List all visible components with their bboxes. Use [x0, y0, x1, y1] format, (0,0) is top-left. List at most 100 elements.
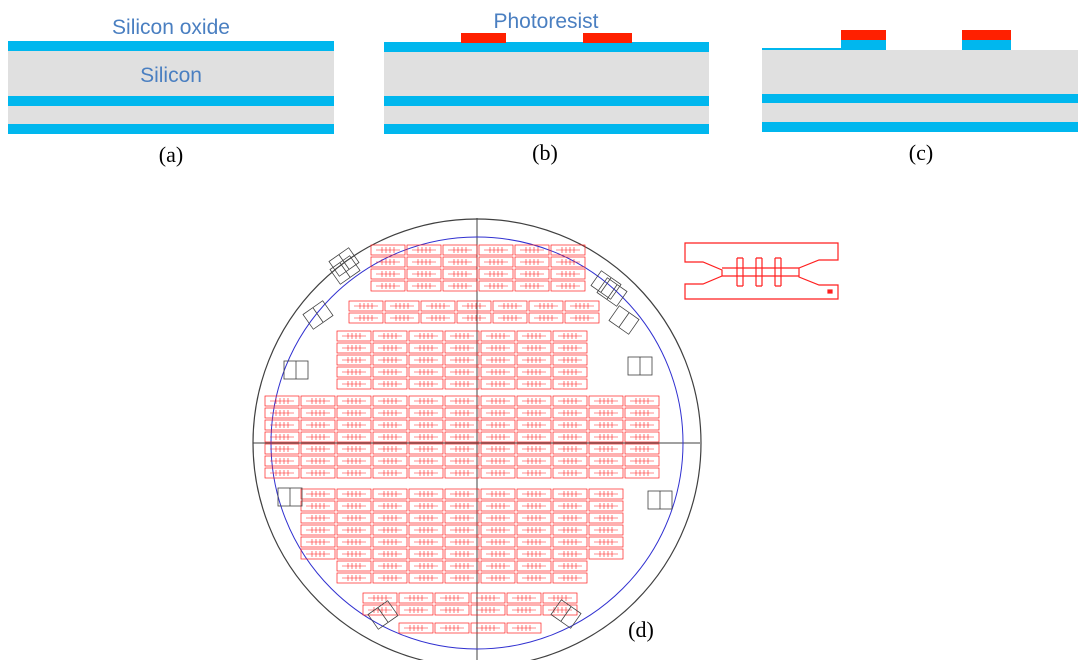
- die-cell: [408, 536, 444, 548]
- die-beams: [558, 345, 582, 351]
- die-beams: [520, 259, 544, 265]
- die-beams: [558, 470, 582, 476]
- die-beams: [486, 515, 510, 521]
- die-beams: [412, 247, 436, 253]
- die-beams: [270, 422, 294, 428]
- die-cell: [516, 431, 552, 443]
- die-cell: [588, 536, 624, 548]
- die-cell: [550, 244, 586, 256]
- panel-c: (c): [762, 30, 1078, 165]
- die-cell: [336, 366, 372, 378]
- die-beams: [486, 345, 510, 351]
- die-cell: [492, 312, 528, 324]
- die-beams: [390, 303, 414, 309]
- die-beams: [342, 503, 366, 509]
- die-beams: [342, 333, 366, 339]
- panel-d: (d): [252, 218, 839, 660]
- die-cell: [624, 455, 660, 467]
- die-cell: [408, 354, 444, 366]
- die-beams: [414, 381, 438, 387]
- die-cell: [372, 572, 408, 584]
- die-cell: [528, 300, 564, 312]
- die-beams: [342, 527, 366, 533]
- die-beams: [414, 398, 438, 404]
- die-beams: [522, 503, 546, 509]
- die-beams: [534, 303, 558, 309]
- die-beams: [306, 539, 330, 545]
- die-beams: [378, 563, 402, 569]
- die-beams: [342, 381, 366, 387]
- die-cell: [480, 512, 516, 524]
- die-array: [264, 244, 660, 634]
- die-cell: [444, 443, 480, 455]
- die-beams: [594, 539, 618, 545]
- photoresist-block-right: [962, 30, 1011, 40]
- die-cell: [552, 500, 588, 512]
- die-beams: [630, 458, 654, 464]
- die-cell: [624, 419, 660, 431]
- die-cell: [588, 443, 624, 455]
- die-beams: [306, 410, 330, 416]
- die-cell: [506, 622, 542, 634]
- die-beams: [558, 575, 582, 581]
- die-beams: [306, 446, 330, 452]
- die-beams: [450, 539, 474, 545]
- die-beams: [512, 625, 536, 631]
- die-cell: [264, 395, 300, 407]
- die-cell: [370, 268, 406, 280]
- die-cell: [408, 443, 444, 455]
- die-cell: [444, 467, 480, 479]
- alignment-mark: [302, 300, 334, 330]
- die-beams: [270, 410, 294, 416]
- die-cell: [624, 407, 660, 419]
- die-cell: [300, 488, 336, 500]
- die-beams: [486, 551, 510, 557]
- die-cell: [588, 548, 624, 560]
- die-cell: [480, 467, 516, 479]
- device-marker: [827, 289, 833, 294]
- oxide-mesa-right: [962, 40, 1011, 50]
- die-cell: [408, 488, 444, 500]
- die-beams: [476, 595, 500, 601]
- die-beams: [412, 259, 436, 265]
- alignment-mark: [647, 490, 673, 510]
- die-beams: [486, 381, 510, 387]
- die-cell: [480, 536, 516, 548]
- die-cell: [408, 548, 444, 560]
- die-beams: [630, 422, 654, 428]
- die-cell: [444, 354, 480, 366]
- die-cell: [398, 622, 434, 634]
- silicon-layer: [762, 50, 1078, 124]
- die-cell: [444, 560, 480, 572]
- die-beams: [556, 283, 580, 289]
- die-beams: [520, 247, 544, 253]
- die-beams: [450, 458, 474, 464]
- die-beams: [342, 434, 366, 440]
- die-cell: [372, 366, 408, 378]
- die-cell: [480, 342, 516, 354]
- die-beams: [486, 333, 510, 339]
- die-beams: [462, 315, 486, 321]
- die-cell: [336, 536, 372, 548]
- oxide-layer-bottom: [762, 122, 1078, 132]
- die-beams: [594, 503, 618, 509]
- die-beams: [476, 607, 500, 613]
- die-beams: [594, 491, 618, 497]
- die-cell: [514, 244, 550, 256]
- die-cell: [398, 592, 434, 604]
- die-beams: [378, 470, 402, 476]
- die-cell: [300, 512, 336, 524]
- die-beams: [522, 515, 546, 521]
- die-beams: [558, 357, 582, 363]
- die-cell: [370, 280, 406, 292]
- die-cell: [516, 395, 552, 407]
- die-cell: [552, 488, 588, 500]
- die-beams: [306, 398, 330, 404]
- alignment-mark: [608, 305, 640, 335]
- die-cell: [300, 431, 336, 443]
- die-cell: [478, 244, 514, 256]
- die-beams: [342, 563, 366, 569]
- device-outline: [684, 242, 839, 300]
- alignment-mark: [283, 360, 309, 380]
- die-beams: [486, 422, 510, 428]
